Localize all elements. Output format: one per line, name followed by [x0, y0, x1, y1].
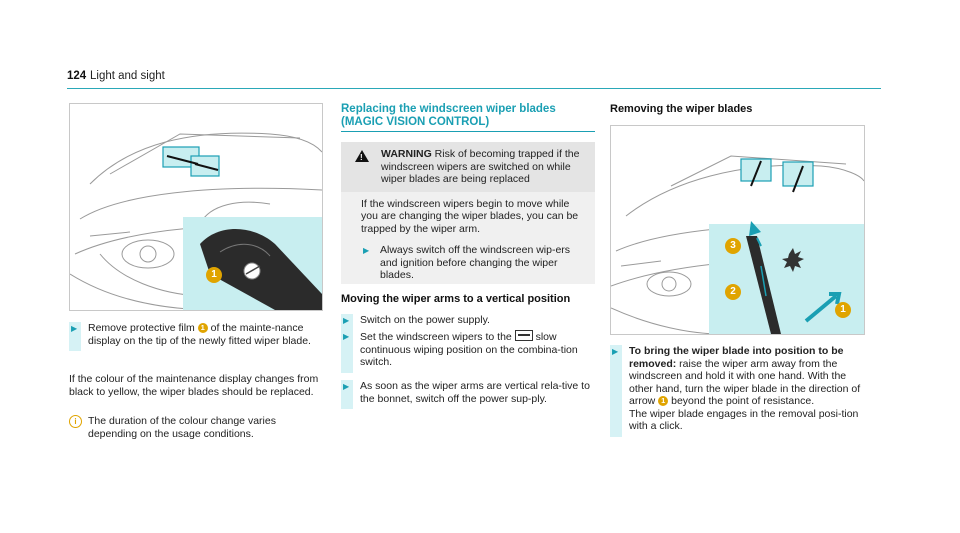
callout-1: 1	[658, 396, 669, 406]
subheading-remove-blades: Removing the wiper blades	[610, 103, 753, 115]
step-arrow-icon: ▶	[71, 324, 78, 333]
figure-maintenance-display: 1	[69, 103, 323, 311]
warning-box: WARNING Risk of becoming trapped if the …	[341, 142, 595, 284]
callout-1: 1	[197, 323, 208, 333]
header-rule	[67, 88, 881, 89]
note: i The duration of the colour change vari…	[69, 415, 323, 440]
figure-callout-1: 1	[835, 302, 851, 318]
section-heading-rule	[341, 131, 595, 132]
figure-remove-blade: 3 2 1	[610, 125, 865, 335]
step-power-off: ▶ As soon as the wiper arms are vertical…	[341, 380, 597, 409]
figure-callout-3: 3	[725, 238, 741, 254]
step-arrow-icon: ▶	[343, 332, 350, 341]
warning-body: If the windscreen wipers begin to move w…	[361, 197, 579, 235]
step-remove-position: ▶ To bring the wiper blade into position…	[610, 345, 866, 437]
warning-icon	[355, 150, 369, 165]
car-front-illustration	[70, 132, 322, 310]
step-arrow-icon: ▶	[363, 246, 370, 255]
section-title: Light and sight	[90, 70, 165, 82]
step-set-wipers: ▶ Set the windscreen wipers to the slow …	[341, 330, 597, 373]
page-number: 124	[67, 70, 87, 82]
figure-callout-2: 2	[725, 284, 741, 300]
step-remove-film: ▶ Remove protective film 1 of the mainte…	[69, 322, 323, 351]
info-icon: i	[69, 415, 82, 428]
section-heading: Replacing the windscreen wiper blades (M…	[341, 103, 556, 128]
paragraph-colour-change: If the colour of the maintenance display…	[69, 373, 319, 398]
subheading-move-arms: Moving the wiper arms to a vertical posi…	[341, 293, 571, 305]
step-power-on: ▶ Switch on the power supply.	[341, 314, 597, 331]
figure-callout: 1	[206, 267, 222, 283]
step-arrow-icon: ▶	[612, 347, 619, 356]
step-arrow-icon: ▶	[343, 316, 350, 325]
car-wiper-illustration	[611, 155, 864, 334]
warning-label: WARNING	[381, 148, 432, 160]
step-arrow-icon: ▶	[343, 382, 350, 391]
warning-step: ▶ Always switch off the windscreen wip-e…	[363, 244, 571, 281]
slow-wipe-symbol-icon	[514, 330, 533, 341]
